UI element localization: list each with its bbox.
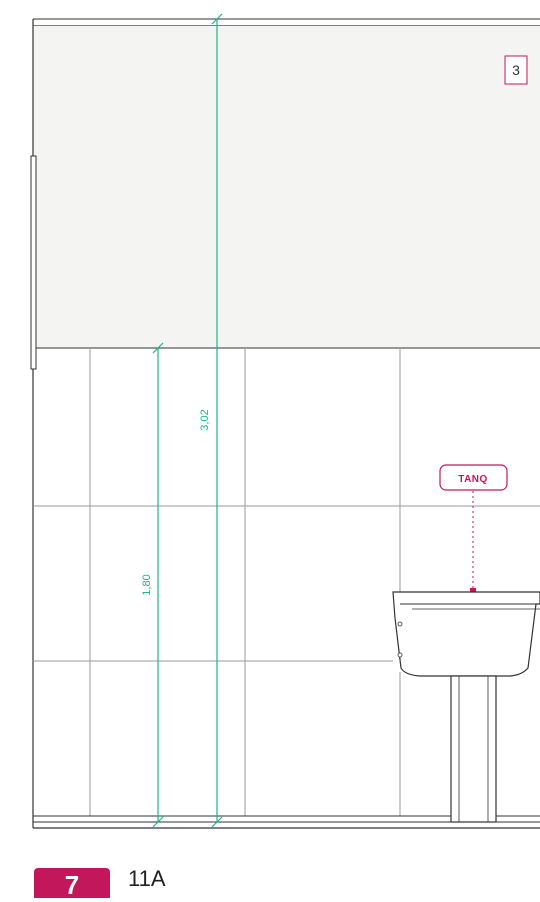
door-frame xyxy=(30,155,37,370)
sink-basin xyxy=(392,591,540,677)
sink-fixing-top-icon xyxy=(397,621,403,627)
dimension-total-height xyxy=(211,13,223,828)
room-number-box xyxy=(504,55,528,85)
tile-grid xyxy=(33,348,540,816)
sink-fixing-bottom-icon xyxy=(397,652,403,658)
room-number: 3 xyxy=(512,62,520,78)
laundry-sink xyxy=(392,591,540,823)
dimension-label-total: 3,02 xyxy=(199,409,211,430)
tag-leader-point xyxy=(470,588,476,593)
sheet-label: 11A xyxy=(128,866,166,891)
sheet-badge: 7 xyxy=(34,868,110,900)
tag-tanq-box xyxy=(439,464,508,491)
dimension-tile-height xyxy=(152,342,164,828)
dimension-label-tile: 1,80 xyxy=(141,574,153,595)
sink-pedestal xyxy=(450,675,497,823)
tag-tanq-label: TANQ xyxy=(458,474,488,485)
upper-wall xyxy=(33,26,540,348)
